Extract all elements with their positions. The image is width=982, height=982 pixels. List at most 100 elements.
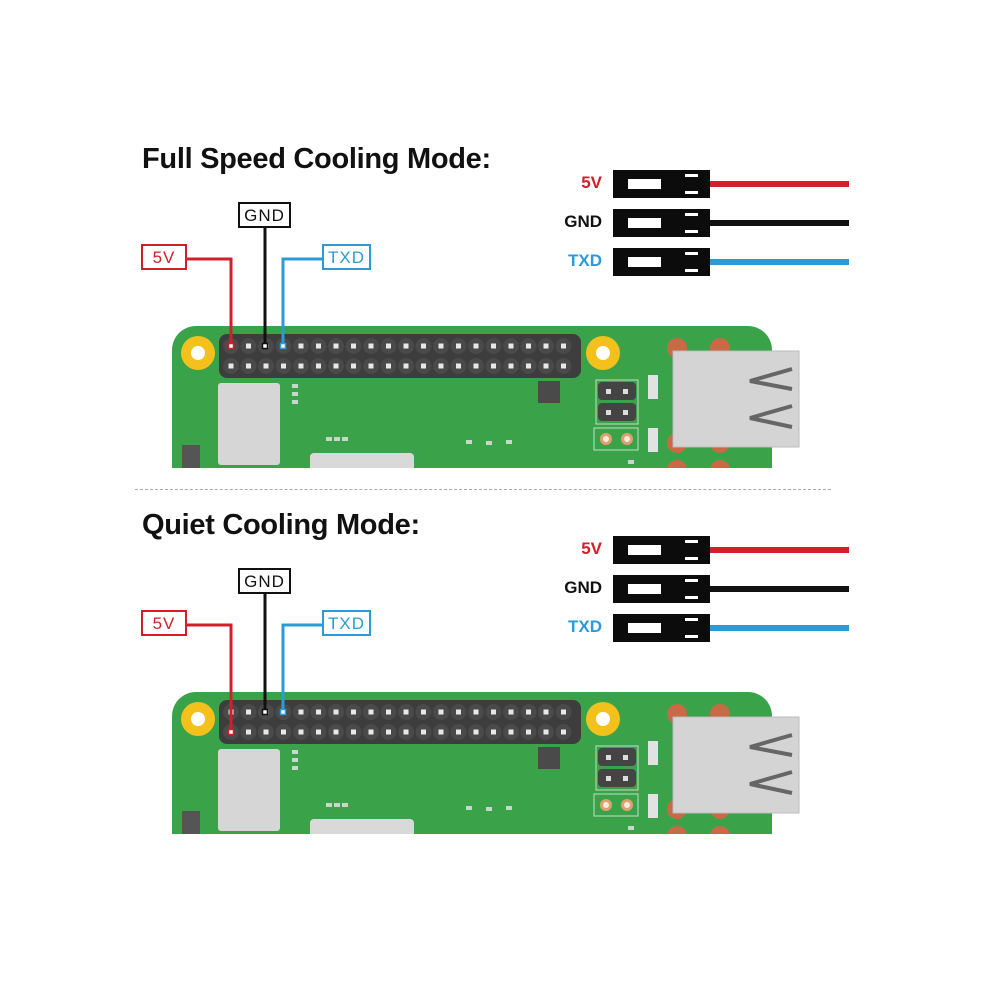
pin-txd-marker bbox=[279, 708, 287, 716]
section-title: Full Speed Cooling Mode: bbox=[142, 143, 491, 175]
capacitor bbox=[648, 741, 658, 765]
header-pin-housing bbox=[538, 724, 554, 740]
usb-solder-pad bbox=[710, 826, 730, 834]
jumper-pin bbox=[623, 389, 628, 394]
jumper-pin bbox=[623, 410, 628, 415]
connector-slot bbox=[628, 218, 661, 228]
header-pin bbox=[316, 709, 321, 715]
header-pin bbox=[438, 709, 444, 715]
solder-pad-center bbox=[603, 802, 609, 808]
header-pin-housing bbox=[310, 724, 327, 740]
jumper-pin bbox=[606, 776, 611, 781]
connector-contact bbox=[685, 191, 698, 194]
header-pin bbox=[561, 709, 566, 715]
jumper-pin bbox=[606, 389, 611, 394]
usb-solder-pad bbox=[710, 433, 730, 453]
connector-contact bbox=[685, 269, 698, 272]
usb-solder-pad bbox=[710, 799, 730, 819]
dupont-connector bbox=[613, 536, 710, 564]
header-pin bbox=[526, 709, 531, 715]
section-title: Quiet Cooling Mode: bbox=[142, 509, 420, 541]
header-pin-housing bbox=[555, 724, 572, 740]
header-pin bbox=[298, 709, 304, 715]
header-pin bbox=[543, 729, 549, 735]
mounting-hole-center bbox=[596, 712, 610, 726]
pad-outline bbox=[593, 793, 639, 817]
header-pin bbox=[368, 709, 374, 715]
connector-slot bbox=[628, 179, 661, 189]
header-pin bbox=[473, 729, 479, 735]
jumper-pin bbox=[623, 755, 628, 760]
smd-component bbox=[292, 384, 298, 388]
usb-solder-pad bbox=[667, 826, 687, 834]
header-pin-housing bbox=[275, 704, 292, 720]
smd-component bbox=[506, 806, 512, 810]
header-pin bbox=[386, 709, 391, 715]
jumper-pin bbox=[623, 776, 628, 781]
legend-row: GND bbox=[540, 575, 860, 605]
header-pin bbox=[298, 729, 304, 735]
solder-pad-center bbox=[603, 436, 609, 442]
usb-solder-pad bbox=[667, 460, 687, 468]
wire-5v bbox=[187, 623, 233, 732]
quiet-mode-section: Quiet Cooling Mode: bbox=[0, 0, 982, 541]
header-pin-housing bbox=[363, 704, 379, 720]
header-pin bbox=[263, 729, 269, 735]
header-pin-housing bbox=[398, 724, 414, 740]
smd-component bbox=[292, 750, 298, 754]
legend-label: 5V bbox=[581, 173, 602, 192]
header-pin-housing bbox=[555, 704, 572, 720]
header-pin-housing bbox=[328, 724, 344, 740]
usb-glyph bbox=[749, 770, 793, 795]
header-pin bbox=[421, 729, 426, 735]
header-pin-housing bbox=[415, 704, 432, 720]
dupont-connector bbox=[613, 170, 710, 198]
connector-contact bbox=[685, 618, 698, 621]
smd-component bbox=[486, 441, 492, 445]
header-pin-housing bbox=[485, 724, 502, 740]
header-pin-housing bbox=[468, 724, 484, 740]
header-pin bbox=[403, 709, 409, 715]
mounting-hole-center bbox=[191, 712, 205, 726]
full-speed-mode-section: Full Speed Cooling Mode: bbox=[0, 0, 982, 370]
connector-slot bbox=[628, 545, 661, 555]
smd-component bbox=[292, 758, 298, 762]
pin-label-gnd: GND bbox=[238, 568, 291, 594]
header-pin bbox=[543, 709, 549, 715]
legend-wire bbox=[710, 547, 849, 553]
legend-row: GND bbox=[540, 209, 860, 239]
header-pin bbox=[246, 709, 251, 715]
header-pin bbox=[228, 709, 234, 715]
header-pin-housing bbox=[538, 704, 554, 720]
header-pin bbox=[228, 729, 234, 735]
wire-txd bbox=[281, 623, 322, 712]
connector-contact bbox=[685, 635, 698, 638]
legend-row: TXD bbox=[540, 614, 860, 644]
pin-label-txd: TXD bbox=[322, 610, 371, 636]
connector-contact bbox=[685, 252, 698, 255]
header-pin-housing bbox=[240, 704, 257, 720]
header-pin bbox=[508, 729, 514, 735]
smd-component bbox=[506, 440, 512, 444]
section-divider bbox=[135, 489, 831, 490]
usb-solder-pad bbox=[667, 433, 687, 453]
header-pin-housing bbox=[380, 704, 397, 720]
header-pin-housing bbox=[468, 704, 484, 720]
connector-slot bbox=[628, 623, 661, 633]
pin-label-gnd: GND bbox=[238, 202, 291, 228]
header-pin-housing bbox=[293, 704, 309, 720]
smd-component bbox=[292, 766, 298, 770]
chip bbox=[218, 383, 280, 465]
header-pin-housing bbox=[223, 724, 239, 740]
smd-component bbox=[334, 803, 340, 807]
header-pin bbox=[526, 729, 531, 735]
solder-pad bbox=[600, 433, 612, 445]
smd-component bbox=[628, 460, 634, 464]
hdmi-port bbox=[310, 453, 414, 468]
legend-wire bbox=[710, 220, 849, 226]
solder-pad bbox=[621, 433, 633, 445]
header-pin bbox=[456, 729, 461, 735]
legend-row: TXD bbox=[540, 248, 860, 278]
header-pin-housing bbox=[503, 704, 519, 720]
header-pin bbox=[473, 709, 479, 715]
